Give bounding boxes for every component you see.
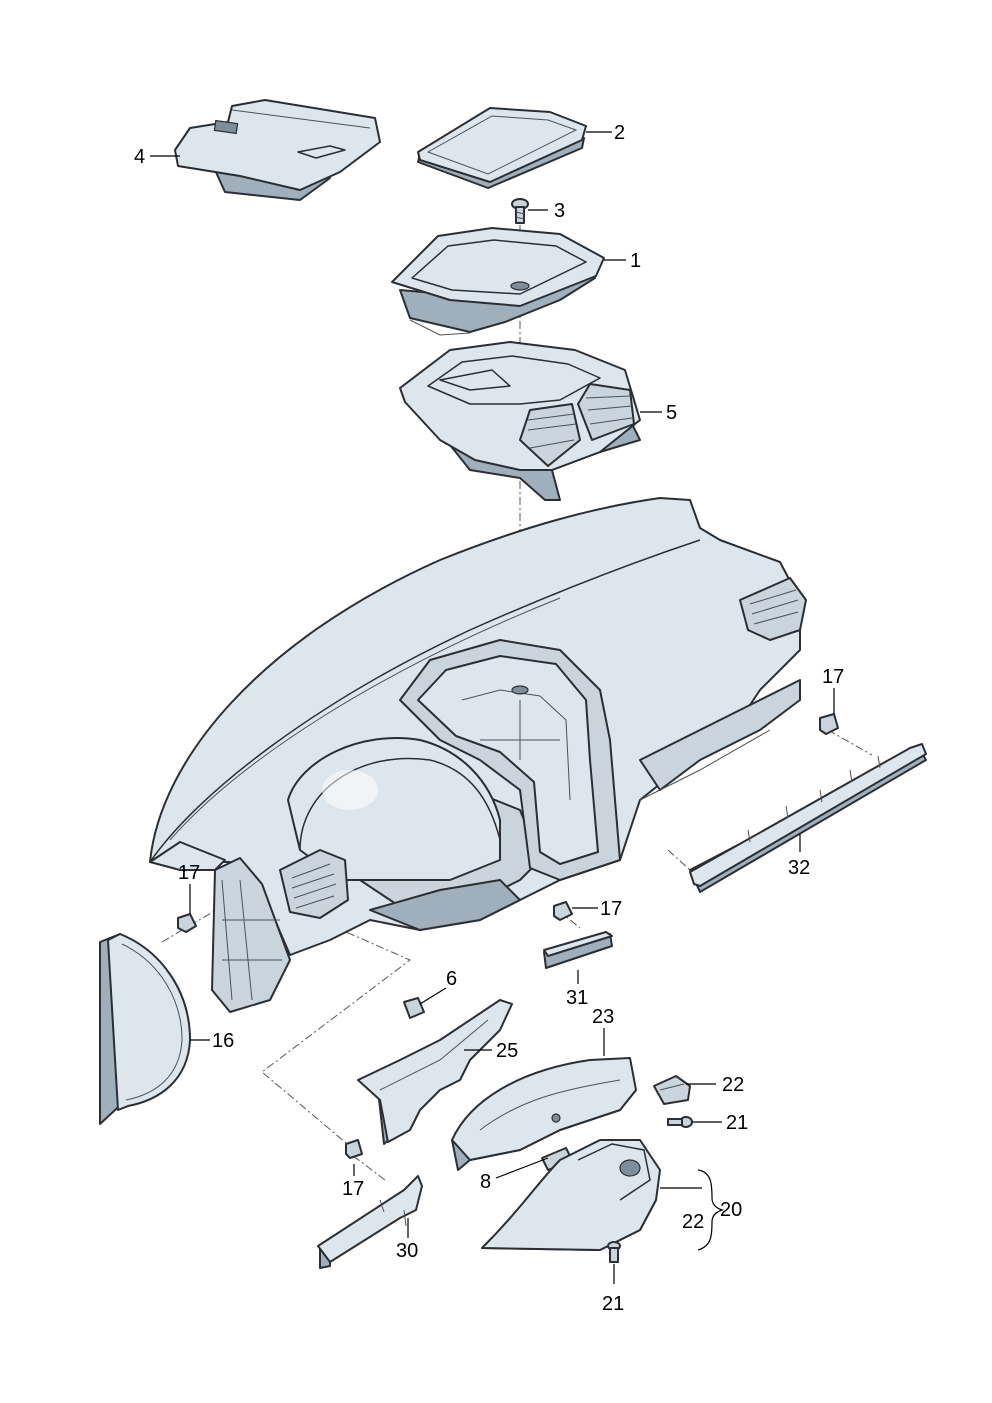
callout-30: 30 <box>396 1240 418 1262</box>
callout-32: 32 <box>788 857 810 879</box>
callout-17-left: 17 <box>178 862 200 884</box>
callout-1: 1 <box>630 250 641 272</box>
callout-17-center: 17 <box>600 898 622 920</box>
part-17-clip-right <box>819 713 839 735</box>
callout-25: 25 <box>496 1040 518 1062</box>
part-25-lower-trim <box>357 999 513 1145</box>
part-22-switch-housing <box>653 1075 691 1105</box>
part-17-clip-left <box>177 913 197 933</box>
part-21-screw-upper <box>667 1116 693 1128</box>
part-21-screw-lower <box>607 1241 621 1263</box>
callout-17-right: 17 <box>822 666 844 688</box>
callout-20: 20 <box>720 1199 742 1221</box>
callout-2: 2 <box>614 122 625 144</box>
callout-22-lower: 22 <box>682 1211 704 1233</box>
callout-21-lower: 21 <box>602 1293 624 1315</box>
callout-23: 23 <box>592 1006 614 1028</box>
callout-6: 6 <box>446 968 457 990</box>
callout-21-upper: 21 <box>726 1112 748 1134</box>
part-31-small-trim <box>543 931 613 969</box>
callout-8: 8 <box>480 1171 491 1193</box>
part-5-center-vent-bezel <box>399 341 641 501</box>
part-32-trim-strip <box>689 743 927 893</box>
part-23-upper-column-cover <box>451 1057 637 1171</box>
part-1-storage-tray <box>391 227 605 336</box>
callout-16: 16 <box>212 1030 234 1052</box>
part-17-clip-center <box>553 901 573 921</box>
callout-31: 31 <box>566 987 588 1009</box>
callout-17-lower: 17 <box>342 1178 364 1200</box>
callout-4: 4 <box>134 146 145 168</box>
part-6-clip <box>403 997 425 1019</box>
part-4-storage-lid <box>174 99 381 201</box>
part-20-lower-column-cover <box>481 1139 661 1251</box>
callout-22-upper: 22 <box>722 1074 744 1096</box>
leader-lines <box>150 131 835 1284</box>
part-17-clip-lower <box>345 1139 363 1159</box>
part-3-screw <box>511 198 529 224</box>
part-30-trim-bracket <box>317 1175 423 1269</box>
callout-3: 3 <box>554 200 565 222</box>
callout-5: 5 <box>666 402 677 424</box>
part-2-cover-insert <box>417 107 587 189</box>
part-16-side-trim <box>99 933 191 1125</box>
callout-labels: 4 2 3 1 5 17 17 17 32 31 6 16 23 25 22 2… <box>134 122 844 1315</box>
dashboard-main-body <box>149 497 807 1013</box>
